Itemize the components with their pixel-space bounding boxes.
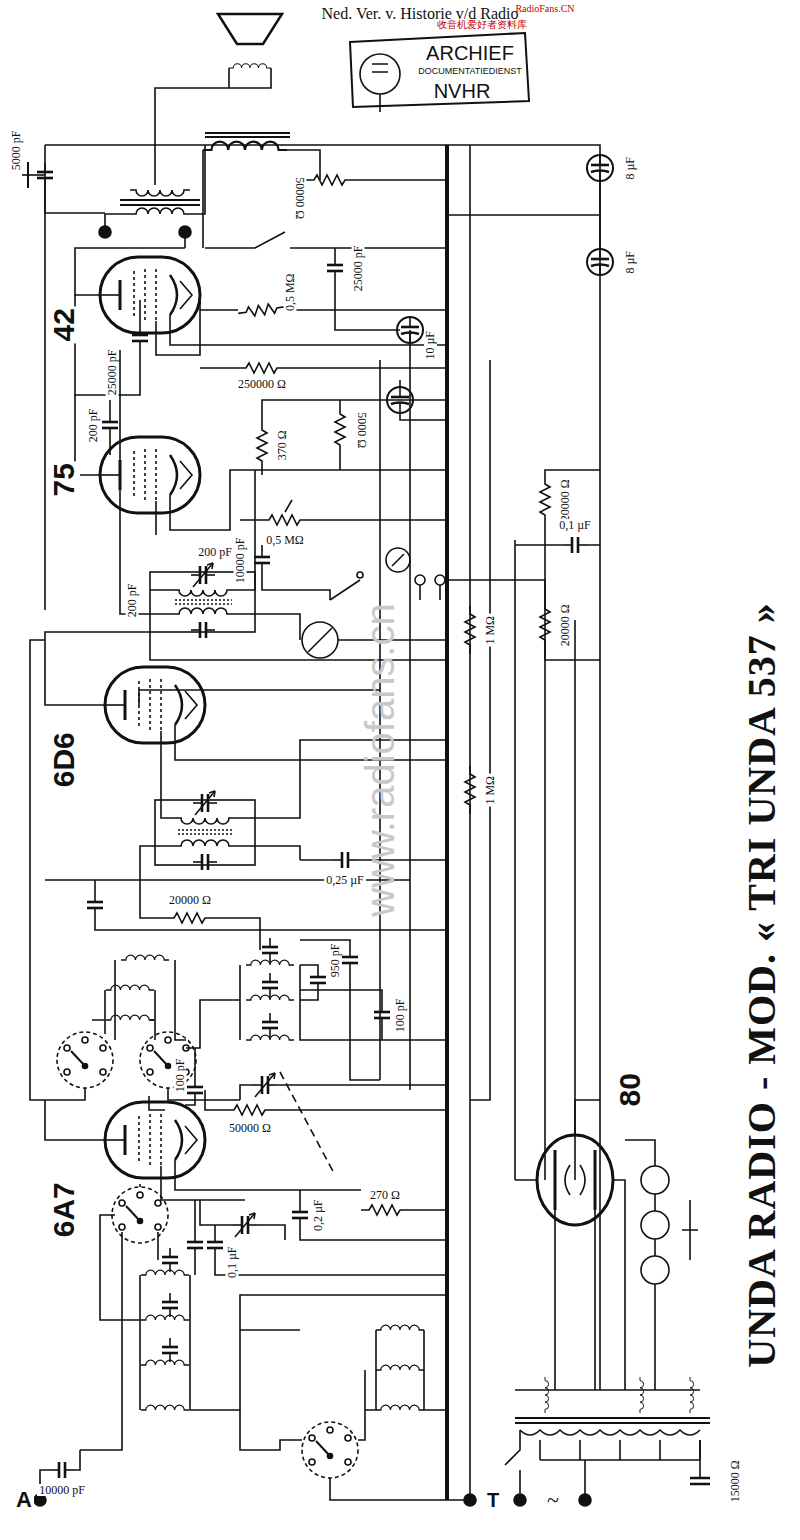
stamp-text: DOCUMENTATIEDIENST (416, 67, 524, 76)
antenna-section (34, 1184, 476, 1506)
component-value: 200 pF (196, 546, 234, 559)
stamp-text: ARCHIEF (424, 43, 516, 64)
tube-6a7 (45, 1096, 447, 1275)
component-value: 收音机爱好者资料库 (435, 20, 529, 31)
component-value: 50000 Ω (227, 1122, 273, 1135)
component-value: 15000 Ω (729, 1458, 742, 1504)
component-value: 0,1 µF (226, 1244, 239, 1280)
speaker-section (22, 14, 447, 248)
tube-label: 6D6 (48, 730, 80, 789)
stamp-text: NVHR (432, 81, 493, 102)
tube-label: 75 (48, 461, 80, 498)
tube-label: A (14, 1488, 34, 1511)
component-value: 100 pF (174, 1056, 187, 1094)
component-value: 8 µF (624, 249, 637, 276)
component-value: 0,5 MΩ (284, 271, 297, 313)
component-value: 950 pF (329, 941, 342, 979)
component-value: 20000 Ω (559, 602, 572, 648)
filter-caps (447, 155, 613, 275)
tube-label: T (485, 1490, 501, 1511)
component-value: 25000 pF (106, 347, 119, 397)
watermark: www.radiofans.cn (359, 601, 401, 918)
tube-label: 42 (48, 306, 80, 343)
tube-label: 6A7 (48, 1180, 80, 1239)
component-value: 200 pF (126, 581, 139, 619)
component-value: 0,5 MΩ (264, 534, 306, 547)
archive-stamp (350, 33, 529, 112)
component-value: ~ (545, 1488, 561, 1511)
component-value: 20000 Ω (167, 894, 213, 907)
component-value: 5000 pF (10, 128, 23, 172)
component-value: 270 Ω (368, 1189, 402, 1202)
tube-42 (75, 248, 447, 395)
component-value: 370 Ω (276, 428, 289, 462)
component-value: 10000 pF (37, 1484, 87, 1497)
component-value: 5000 Ω (356, 410, 369, 450)
component-value: 100 pF (394, 996, 407, 1034)
supply-divider (447, 470, 600, 814)
component-value: 25000 pF (352, 243, 365, 293)
component-value: 1 MΩ (484, 774, 497, 807)
component-value: 10 µF (424, 329, 437, 362)
component-value: 20000 Ω (559, 477, 572, 523)
bus-lines (45, 145, 600, 1500)
component-value: 50000 Ω (294, 175, 307, 221)
tube-label: 80 (614, 1071, 646, 1108)
component-value: 10000 pF (234, 535, 247, 585)
component-value: 200 pF (87, 406, 100, 444)
component-value: 8 µF (624, 155, 637, 182)
component-value: 250000 Ω (236, 378, 288, 391)
component-value: RadioFans.CN (513, 4, 576, 15)
component-value: 0,1 µF (557, 519, 593, 532)
tube-75 (75, 380, 447, 600)
diagram-title: UNDA RADIO - MOD. « TRI UNDA 537 » (741, 600, 783, 1370)
component-value: 1 MΩ (484, 614, 497, 647)
power-supply (505, 1100, 710, 1506)
component-value: 0,2 µF (312, 1197, 325, 1233)
